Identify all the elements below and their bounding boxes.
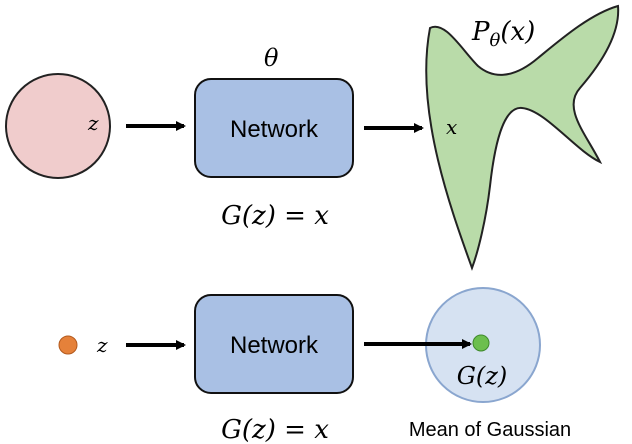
gaussian-mean-dot <box>472 334 490 352</box>
network-box-top <box>194 78 354 178</box>
gaussian-caption: Mean of Gaussian <box>409 419 571 441</box>
distribution-label-p: P <box>471 17 490 47</box>
gaussian-output-label: G(z) <box>457 362 508 390</box>
distribution-label-sub: θ <box>490 30 501 51</box>
network-label-top: Network <box>230 116 319 143</box>
data-distribution-shape <box>425 4 620 271</box>
distribution-label: Pθ(x) <box>471 17 535 51</box>
distribution-label-arg: (x) <box>500 17 535 47</box>
latent-sample-dot <box>58 335 78 355</box>
latent-var-label-bottom: z <box>96 333 108 357</box>
network-box-bottom <box>194 294 354 394</box>
network-param-label: θ <box>264 44 279 72</box>
generator-equation-top: G(z) = x <box>221 201 329 231</box>
output-var-label: x <box>446 115 457 139</box>
network-label-bottom: Network <box>230 332 319 359</box>
latent-space-circle <box>5 73 111 179</box>
latent-var-label: z <box>87 111 99 135</box>
generator-equation-bottom: G(z) = x <box>221 415 329 444</box>
